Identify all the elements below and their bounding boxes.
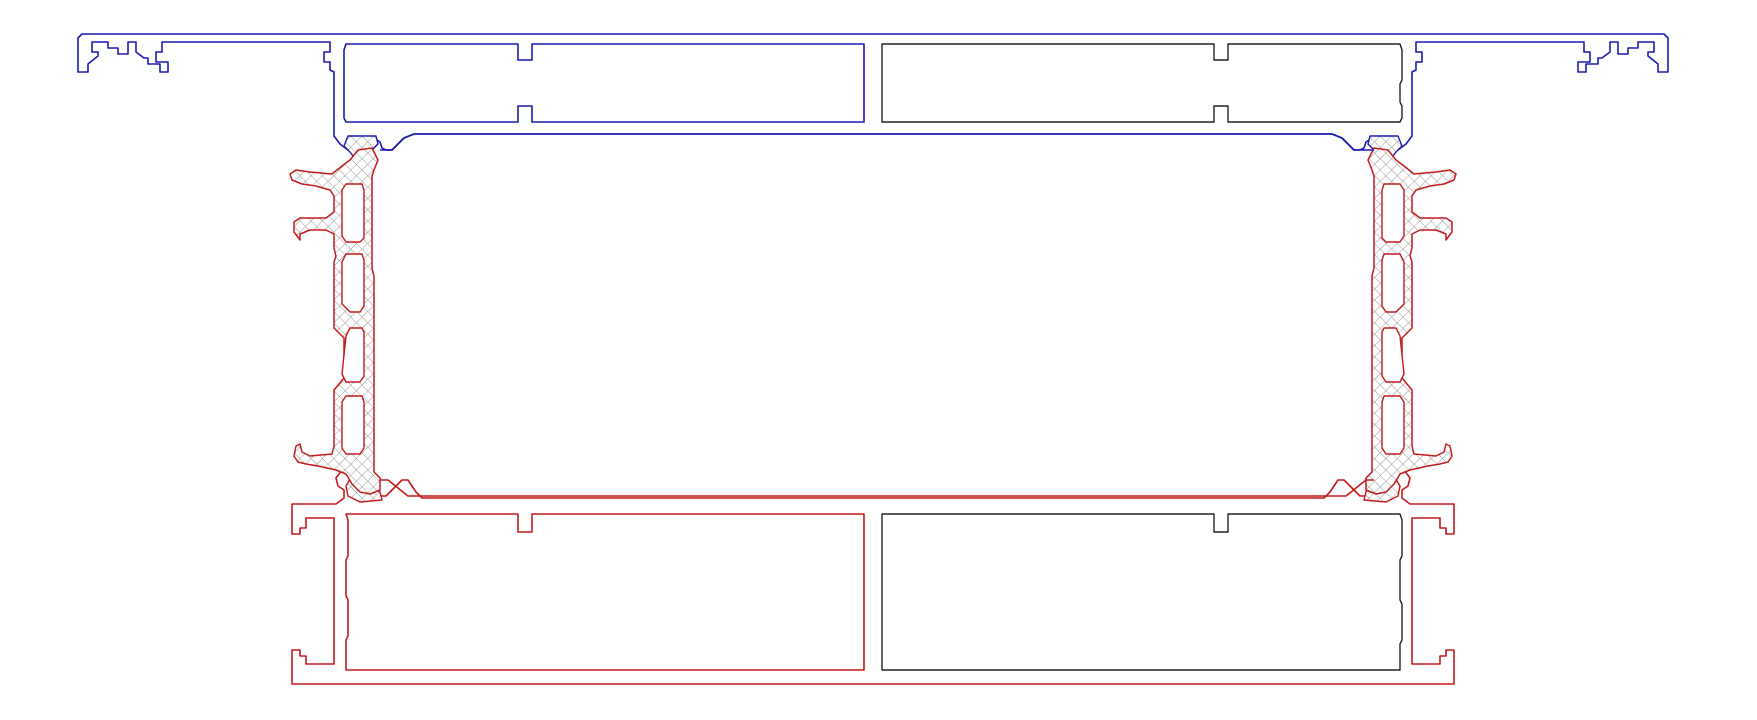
bottom-frame-profile: [291, 467, 1455, 685]
top-right-chamber: [881, 43, 1403, 123]
top-rail-outline: [77, 33, 1669, 151]
left-strip-void-1: [341, 183, 365, 243]
drawing-root: [77, 33, 1669, 685]
left-strip-void-4: [341, 395, 365, 455]
central-cavity: [380, 133, 1374, 497]
bottom-rail-outline: [291, 467, 1455, 685]
right-strip-void-1: [1381, 183, 1405, 243]
right-strip-void-3: [1381, 327, 1405, 383]
left-strip-void-3: [341, 327, 365, 383]
right-thermal-strip: [1365, 147, 1457, 495]
top-frame-profile: [77, 33, 1669, 161]
left-strip-void-2: [341, 253, 365, 313]
thermal-break-strips: [289, 147, 1457, 495]
right-strip-void-4: [1381, 395, 1405, 455]
left-thermal-strip: [289, 147, 381, 495]
bottom-left-chamber: [345, 513, 865, 671]
bottom-right-chamber: [881, 513, 1403, 671]
top-left-chamber: [343, 43, 865, 123]
cavity-outline-bottom: [380, 479, 1374, 497]
right-strip-void-2: [1381, 253, 1405, 313]
cavity-outline-top: [380, 133, 1374, 151]
